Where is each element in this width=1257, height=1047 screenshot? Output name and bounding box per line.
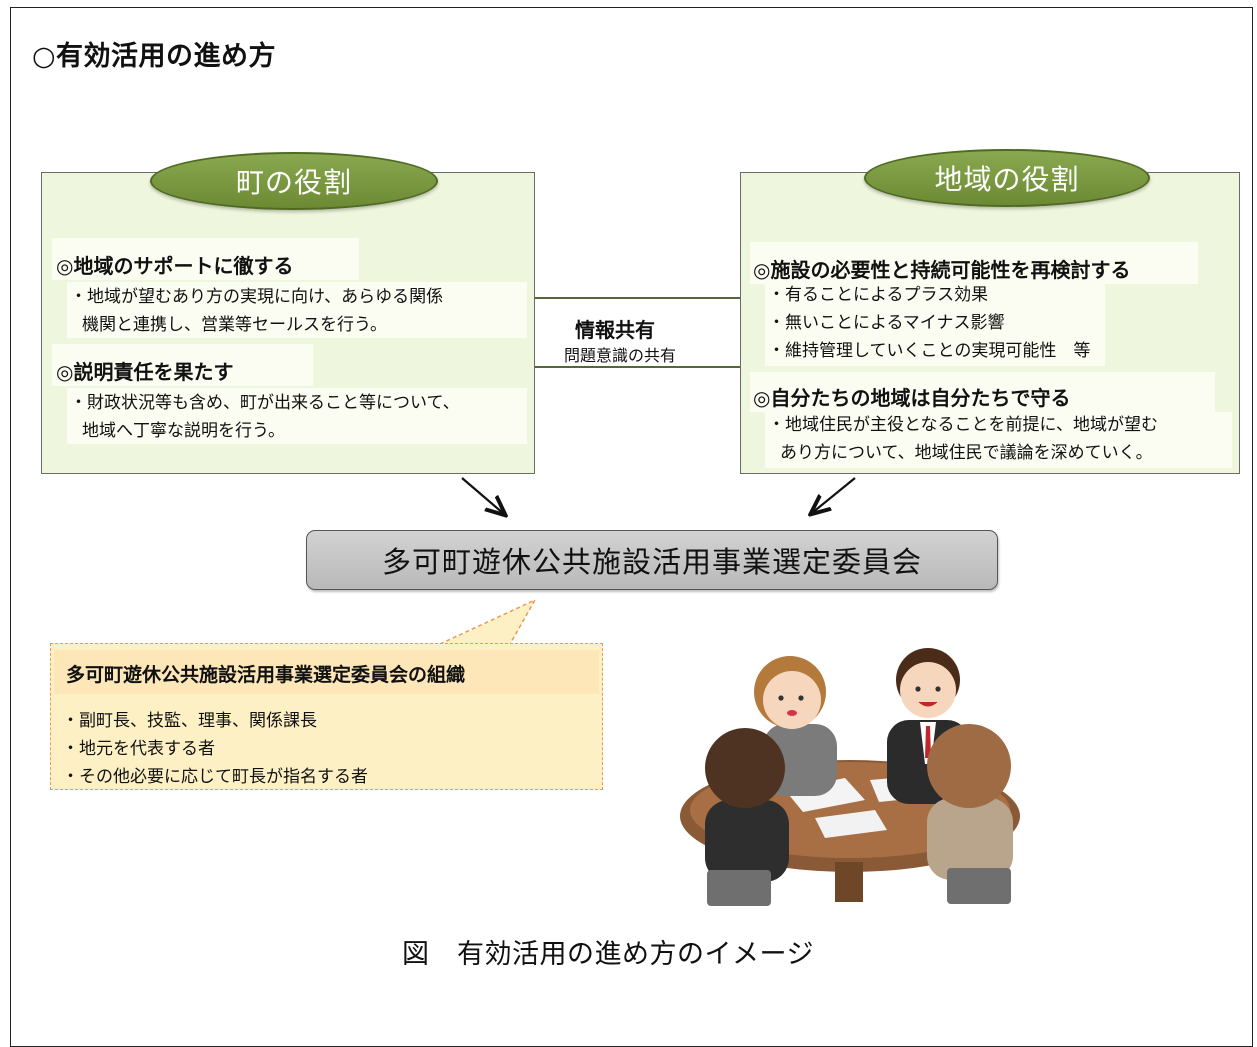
- org-item: ・副町長、技監、理事、関係課長: [62, 711, 317, 731]
- org-item: ・その他必要に応じて町長が指名する者: [62, 767, 368, 787]
- paper: [815, 810, 887, 838]
- chair: [707, 870, 771, 906]
- chair: [947, 868, 1011, 904]
- person-face: [900, 662, 956, 718]
- town-role-label: 町の役割: [150, 152, 438, 210]
- page-title: ○有効活用の進め方: [32, 41, 277, 72]
- region-section-heading: ◎施設の必要性と持続可能性を再検討する: [753, 258, 1131, 282]
- arrow-left-down: [461, 477, 504, 514]
- town-section-line: 機関と連携し、営業等セールスを行う。: [82, 315, 387, 335]
- info-share-title: 情報共有: [575, 318, 655, 342]
- region-section-line: あり方について、地域住民で議論を深めていく。: [780, 443, 1153, 463]
- town-section-line: ・地域が望むあり方の実現に向け、あらゆる関係: [70, 287, 444, 307]
- highlight-bar: [765, 412, 1232, 468]
- highlight-bar: [67, 282, 527, 338]
- region-section-line: ・有ることによるプラス効果: [768, 285, 989, 305]
- org-heading-bg: [54, 650, 599, 694]
- org-heading: 多可町遊休公共施設活用事業選定委員会の組織: [66, 664, 466, 686]
- town-section-heading: ◎地域のサポートに徹する: [56, 254, 294, 278]
- region-section-line: ・地域住民が主役となることを前提に、地域が望む: [768, 415, 1158, 435]
- town-section-heading: ◎説明責任を果たす: [56, 360, 234, 384]
- committee-box: 多可町遊休公共施設活用事業選定委員会: [306, 530, 998, 590]
- highlight-bar: [750, 372, 1215, 412]
- highlight-bar: [52, 344, 313, 386]
- arrow-right-down: [812, 477, 856, 513]
- org-item: ・地元を代表する者: [62, 739, 215, 759]
- region-section-line: ・維持管理していくことの実現可能性 等: [768, 341, 1091, 361]
- town-section-line: 地域へ丁寧な説明を行う。: [82, 421, 285, 441]
- highlight-bar: [52, 238, 359, 280]
- region-section-heading: ◎自分たちの地域は自分たちで守る: [753, 386, 1071, 410]
- town-section-line: ・財政状況等も含め、町が出来ること等について、: [70, 393, 460, 413]
- table-leg: [835, 862, 863, 902]
- highlight-bar: [67, 388, 527, 444]
- meeting-illustration: [680, 648, 1020, 906]
- region-role-label: 地域の役割: [864, 149, 1150, 207]
- person-body: [927, 798, 1013, 880]
- info-share-subtitle: 問題意識の共有: [564, 346, 677, 365]
- person-hair: [705, 728, 785, 808]
- person-body: [705, 800, 789, 882]
- person-hair: [927, 724, 1011, 808]
- region-section-line: ・無いことによるマイナス影響: [768, 313, 1005, 333]
- highlight-bar: [765, 284, 1105, 366]
- person-face: [763, 671, 821, 729]
- figure-caption: 図 有効活用の進め方のイメージ: [402, 939, 814, 970]
- highlight-bar: [750, 242, 1198, 284]
